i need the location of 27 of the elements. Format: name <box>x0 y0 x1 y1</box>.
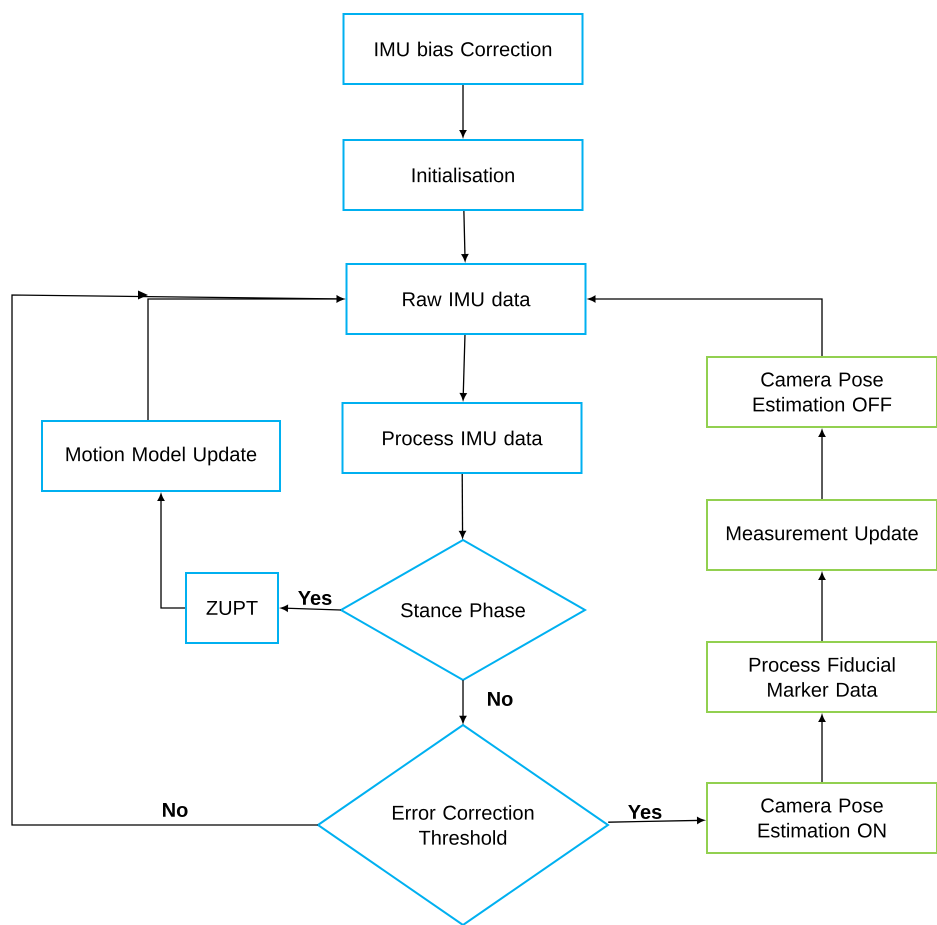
arrow <box>11 290 344 826</box>
edge-label: Yes <box>296 590 334 606</box>
arrow <box>280 604 341 612</box>
arrow <box>608 817 704 824</box>
process-box: Process Fiducial Marker Data <box>706 641 937 713</box>
arrow <box>459 474 466 538</box>
edge-label: No <box>160 802 190 818</box>
arrow <box>460 85 466 138</box>
arrow <box>588 296 823 356</box>
arrow <box>818 714 826 782</box>
arrow <box>462 210 468 262</box>
process-box: Camera Pose Estimation ON <box>706 782 937 854</box>
arrow <box>818 430 826 499</box>
arrow <box>158 494 185 609</box>
process-box: Motion Model Update <box>41 420 281 492</box>
arrow <box>460 334 467 400</box>
edge-label: No <box>486 691 514 707</box>
process-box: ZUPT <box>185 572 279 644</box>
process-box: IMU bias Correction <box>342 13 584 85</box>
process-box: Initialisation <box>342 139 584 211</box>
process-box: Camera Pose Estimation OFF <box>706 356 937 428</box>
process-box: Measurement Update <box>706 499 937 571</box>
arrow <box>818 572 826 641</box>
edge-label: Yes <box>626 804 664 820</box>
arrow <box>460 680 466 724</box>
process-box: Raw IMU data <box>346 263 586 335</box>
process-box: Process IMU data <box>342 402 582 474</box>
